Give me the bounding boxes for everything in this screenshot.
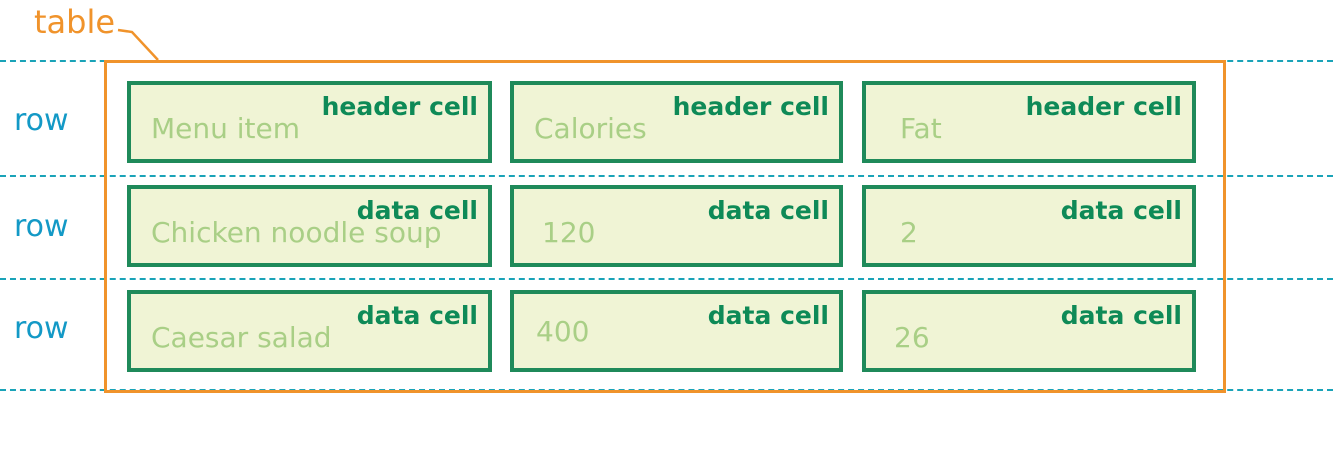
row-guide-line-2: [0, 278, 1333, 280]
cell-value: Calories: [534, 112, 647, 145]
data-cell: data cell 2: [862, 185, 1196, 267]
cell-type-label: data cell: [707, 196, 829, 225]
cell-value: 26: [894, 321, 930, 354]
table-outline: [104, 60, 1226, 393]
row-label: row: [14, 209, 69, 244]
data-cell: data cell 120: [510, 185, 843, 267]
data-cell: data cell 400: [510, 290, 843, 372]
header-cell: header cell Calories: [510, 81, 843, 163]
cell-value: Caesar salad: [151, 321, 332, 354]
cell-value: 400: [536, 315, 590, 348]
cell-type-label: header cell: [672, 92, 829, 121]
data-cell: data cell 26: [862, 290, 1196, 372]
header-cell: header cell Fat: [862, 81, 1196, 163]
cell-type-label: header cell: [1025, 92, 1182, 121]
cell-type-label: data cell: [356, 196, 478, 225]
cell-value: Fat: [900, 112, 942, 145]
cell-value: Chicken noodle soup: [151, 216, 442, 249]
cell-type-label: data cell: [707, 301, 829, 330]
header-cell: header cell Menu item: [127, 81, 492, 163]
row-label: row: [14, 311, 69, 346]
cell-type-label: header cell: [321, 92, 478, 121]
table-label: table: [34, 3, 116, 41]
cell-value: 120: [542, 216, 596, 249]
cell-type-label: data cell: [1060, 301, 1182, 330]
cell-type-label: data cell: [1060, 196, 1182, 225]
cell-value: Menu item: [151, 112, 301, 145]
cell-type-label: data cell: [356, 301, 478, 330]
row-label: row: [14, 103, 69, 138]
cell-value: 2: [900, 216, 918, 249]
data-cell: data cell Chicken noodle soup: [127, 185, 492, 267]
data-cell: data cell Caesar salad: [127, 290, 492, 372]
row-guide-line-1: [0, 175, 1333, 177]
